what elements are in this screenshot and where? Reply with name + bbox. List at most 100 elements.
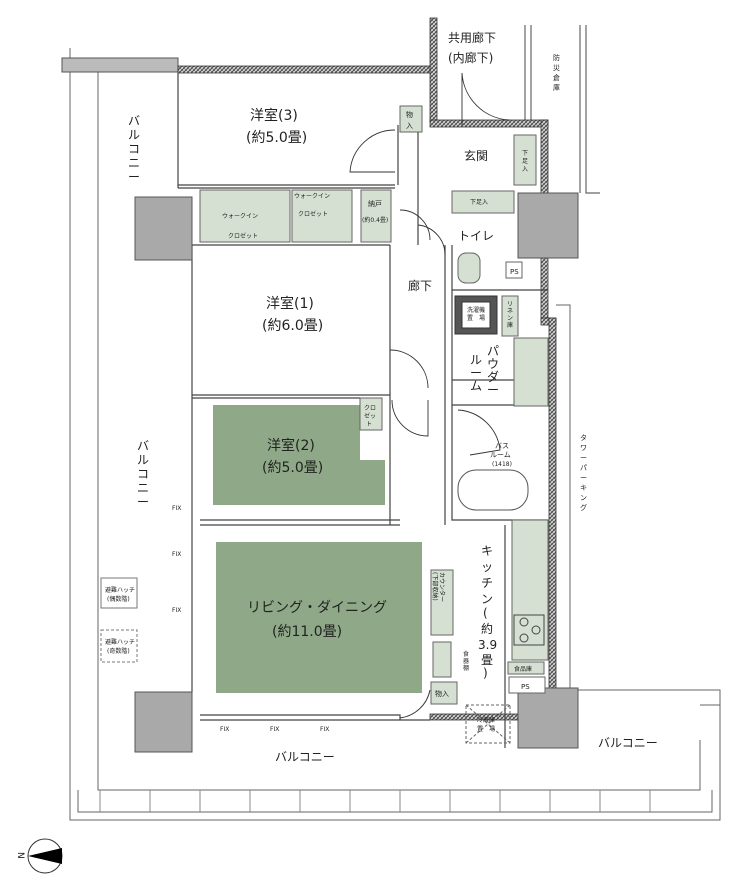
common-corridor-label: 共用廊下 bbox=[448, 30, 496, 45]
walkin-closet-b-label-2: クロゼット bbox=[298, 210, 328, 218]
closet-storage bbox=[360, 189, 392, 243]
svg-text:災: 災 bbox=[553, 64, 560, 72]
svg-text:N: N bbox=[15, 852, 25, 859]
svg-text:ル: ル bbox=[470, 353, 482, 367]
svg-text:(: ( bbox=[483, 606, 488, 620]
svg-text:ト: ト bbox=[366, 421, 372, 428]
fix-label: FIX bbox=[220, 726, 229, 733]
svg-text:): ) bbox=[483, 666, 488, 680]
ps-bottom-label: PS bbox=[521, 683, 530, 691]
svg-text:庫: 庫 bbox=[553, 83, 560, 92]
walkin-closet-b-label: ウォークイン bbox=[294, 192, 330, 200]
linen-storage bbox=[501, 295, 519, 337]
svg-text:ル: ル bbox=[128, 128, 140, 142]
svg-text:ー: ー bbox=[128, 170, 140, 184]
ps-top-label: PS bbox=[510, 268, 519, 276]
labels: 共用廊下 (内廊下) 防 災 倉 庫 物 入 玄関 下 足 入 下足入 洋室(3… bbox=[105, 30, 658, 764]
fixtures bbox=[199, 105, 549, 705]
living-dining-floor bbox=[216, 542, 422, 693]
living-dining-name: リビング・ダイニング bbox=[247, 600, 387, 616]
svg-text:グ: グ bbox=[580, 503, 587, 512]
stove-burners bbox=[513, 614, 545, 646]
svg-text:3.9: 3.9 bbox=[478, 638, 497, 652]
svg-text:ー: ー bbox=[137, 495, 149, 509]
western-room-1-name: 洋室(1) bbox=[266, 295, 314, 312]
toilet-door bbox=[417, 224, 446, 256]
svg-text:ン: ン bbox=[580, 494, 587, 502]
kitchen-label: キ ッ チ ン ( 約 3.9 畳 ) bbox=[478, 544, 497, 680]
storage-kitchen bbox=[430, 681, 458, 705]
balcony-top-left-label: バ ル コ ニ ー bbox=[128, 114, 140, 184]
svg-text:コ: コ bbox=[137, 467, 149, 481]
svg-text:ネ: ネ bbox=[507, 308, 513, 315]
north-compass-icon: N bbox=[15, 838, 63, 874]
balcony-right-label: バルコニー bbox=[598, 736, 658, 750]
entrance-label: 玄関 bbox=[464, 148, 488, 163]
western-room-1-size: (約6.0畳) bbox=[262, 318, 323, 334]
evacuation-hatches bbox=[100, 577, 138, 663]
western-room-2-name: 洋室(2) bbox=[267, 437, 315, 454]
svg-text:ン: ン bbox=[481, 592, 493, 606]
svg-text:ー: ー bbox=[487, 383, 499, 397]
balcony-left-label: バ ル コ ニ ー bbox=[137, 439, 149, 509]
svg-text:バ: バ bbox=[128, 114, 140, 128]
svg-text:庫: 庫 bbox=[507, 321, 513, 329]
storage-top bbox=[399, 105, 423, 133]
western-room-3-size: (約5.0畳) bbox=[246, 130, 307, 146]
washer-space-label: 洗濯機 bbox=[467, 306, 485, 314]
bathtub bbox=[457, 469, 529, 511]
svg-text:ー: ー bbox=[580, 474, 587, 482]
svg-text:ン: ン bbox=[507, 315, 513, 322]
linen-storage-label: リ ネ ン 庫 bbox=[507, 301, 513, 329]
western-room-2-floor bbox=[213, 405, 385, 505]
western-room-3-name: 洋室(3) bbox=[250, 107, 298, 124]
walkin-closet-a-label-2: クロゼット bbox=[228, 232, 258, 240]
svg-text:ゼッ: ゼッ bbox=[364, 412, 376, 420]
living-dining-size: (約11.0畳) bbox=[272, 624, 342, 640]
column bbox=[517, 192, 579, 259]
washer-space-label-2: 置 場 bbox=[467, 314, 485, 322]
tower-parking-wall bbox=[547, 258, 571, 690]
closet-storage-size: (約0.4畳) bbox=[362, 216, 388, 224]
fix-label: FIX bbox=[172, 607, 181, 614]
balcony-frame bbox=[69, 48, 721, 821]
svg-text:ダ: ダ bbox=[487, 369, 499, 384]
entry-door bbox=[461, 72, 511, 125]
shoe-box-bottom bbox=[451, 190, 515, 214]
svg-text:畳: 畳 bbox=[481, 653, 493, 667]
svg-text:チ: チ bbox=[481, 576, 493, 590]
column bbox=[517, 687, 579, 749]
svg-text:棚: 棚 bbox=[463, 664, 469, 672]
svg-text:ウ: ウ bbox=[487, 357, 499, 371]
svg-text:ッ: ッ bbox=[481, 560, 493, 574]
common-corridor-sub: (内廊下) bbox=[448, 50, 493, 65]
room2-door bbox=[391, 399, 429, 437]
tableware-shelf-label: 食 器 棚 bbox=[463, 650, 469, 672]
svg-text:コ: コ bbox=[128, 142, 140, 156]
ps-bottom-box bbox=[508, 676, 546, 694]
evac-hatch-odd-sub: (奇数階) bbox=[107, 647, 130, 655]
ld-door bbox=[399, 689, 431, 719]
svg-text:ム: ム bbox=[470, 379, 482, 393]
fix-label: FIX bbox=[270, 726, 279, 733]
corridor-walls bbox=[524, 25, 600, 194]
room1-door bbox=[389, 349, 429, 389]
fix-label: FIX bbox=[172, 505, 181, 512]
hallway-label: 廊下 bbox=[408, 278, 432, 293]
svg-text:食: 食 bbox=[463, 650, 469, 658]
counter-label: カウンター bbox=[438, 572, 446, 602]
closet-small bbox=[359, 397, 383, 431]
room3-door bbox=[349, 129, 396, 173]
bathroom-label: バス bbox=[495, 442, 509, 450]
walkin-closet-a-label: ウォークイン bbox=[222, 212, 258, 220]
svg-text:倉: 倉 bbox=[553, 73, 560, 82]
svg-text:クロ: クロ bbox=[364, 405, 376, 412]
fridge-space-label: 冷蔵庫 bbox=[477, 716, 495, 724]
disaster-storage-label: 防 災 倉 庫 bbox=[553, 53, 560, 92]
tableware-shelf bbox=[432, 641, 452, 678]
svg-text:ニ: ニ bbox=[128, 156, 140, 170]
svg-text:タ: タ bbox=[580, 433, 587, 442]
tower-parking-label: タ ワ ー パ ー キ ン グ bbox=[580, 433, 587, 512]
counter-sub: (下部収納) bbox=[431, 572, 439, 601]
